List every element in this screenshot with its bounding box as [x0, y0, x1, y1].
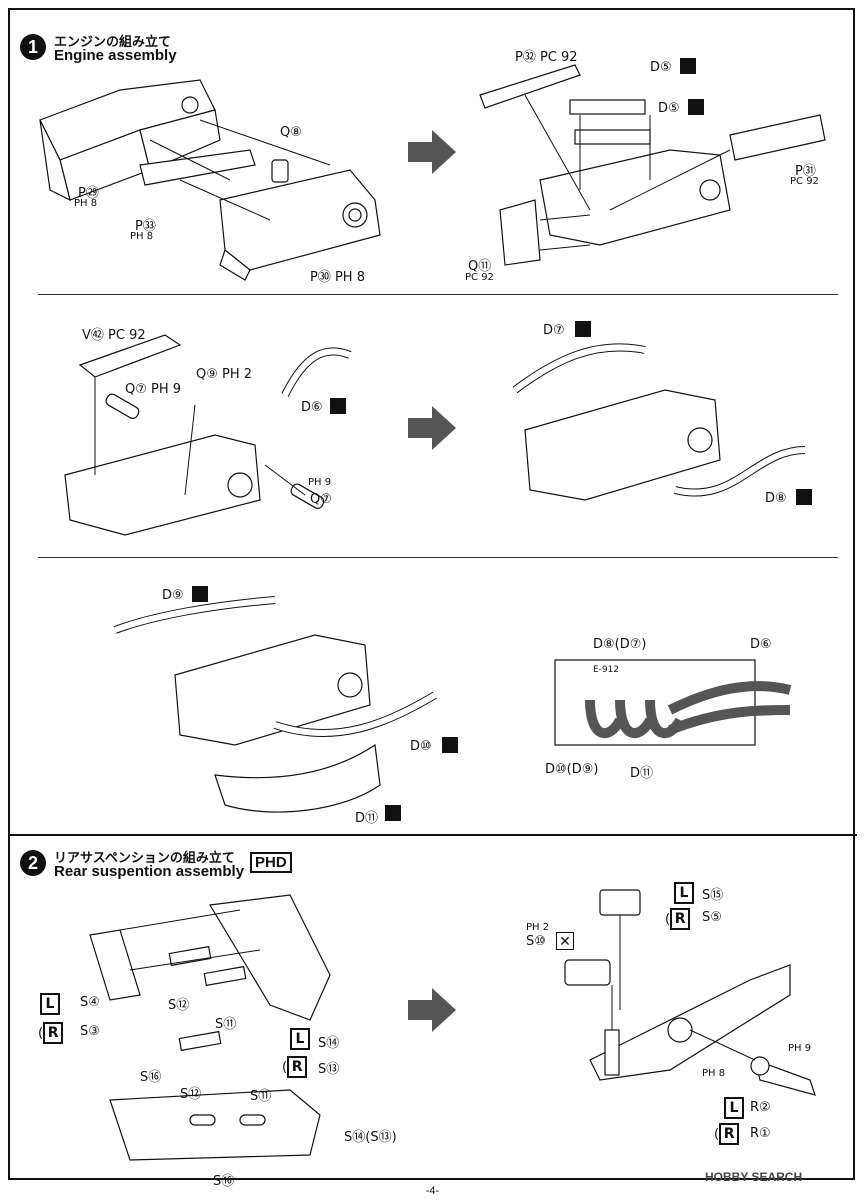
label-s12b: S⑫ — [180, 1087, 202, 1102]
label-d8: D⑧ — [765, 491, 787, 506]
watermark: HOBBY SEARCH — [705, 1170, 803, 1184]
divider — [38, 294, 838, 295]
arrow-right-icon — [408, 130, 456, 174]
step-number: 1 — [20, 34, 46, 60]
glue-icon — [688, 99, 704, 115]
label-p29: P㉙ — [78, 186, 99, 201]
label-R2: (R — [282, 1056, 308, 1078]
step-title-jp: エンジンの組み立て — [54, 35, 172, 50]
label-d6b: D⑥ — [750, 637, 772, 652]
label-L4: L — [724, 1097, 744, 1119]
label-s11b: S⑪ — [250, 1089, 272, 1104]
rear-suspension-assembly-illustration — [564, 889, 816, 1096]
label-ph8b: PH 8 — [130, 231, 154, 242]
step-title-jp: リアサスペンションの組み立て — [54, 851, 235, 866]
instruction-page: 1 エンジンの組み立て Engine assembly P㉙ PH 8 P㉝ P… — [8, 8, 857, 1189]
label-ph9a: PH 9 — [308, 477, 332, 488]
step-title-en: Engine assembly — [54, 47, 177, 64]
label-d8d7: D⑧(D⑦) — [593, 637, 647, 652]
label-v42: V㊷ PC 92 — [82, 328, 146, 343]
label-q11: Q⑪ — [468, 259, 492, 274]
label-ph2: PH 2 — [526, 922, 550, 933]
label-d5b: D⑤ — [658, 101, 680, 116]
label-s16: S⑯ — [140, 1070, 162, 1085]
label-q9: Q⑨ PH 2 — [196, 367, 253, 382]
label-d11: D⑪ — [355, 811, 379, 826]
label-p33: P㉝ — [135, 219, 156, 234]
glue-icon — [442, 737, 458, 753]
label-L: L — [40, 993, 60, 1015]
label-p30: P㉚ PH 8 — [310, 270, 365, 285]
engine-exhaust-illustration — [113, 596, 438, 813]
engine-hose-parts-illustration — [64, 334, 352, 536]
page-number: -4- — [425, 1185, 440, 1197]
label-r1: R① — [750, 1126, 771, 1141]
step-title-en: Rear suspention assembly — [54, 863, 245, 880]
label-ph8c: PH 8 — [702, 1068, 726, 1079]
step-divider — [10, 834, 857, 836]
label-s15: S⑮ — [702, 888, 724, 903]
label-d9: D⑨ — [162, 588, 184, 603]
label-L3: L — [674, 882, 694, 904]
label-s3: S③ — [80, 1024, 100, 1039]
label-d6a: D⑥ — [301, 400, 323, 415]
glue-icon — [796, 489, 812, 505]
label-q7a: Q⑦ PH 9 — [125, 382, 182, 397]
label-pc92a: PC 92 — [790, 176, 819, 187]
label-R: (R — [38, 1022, 64, 1044]
label-s11: S⑪ — [215, 1017, 237, 1032]
glue-icon — [330, 398, 346, 414]
divider — [38, 557, 838, 558]
label-p32: P㉜ PC 92 — [515, 50, 578, 65]
label-s4: S④ — [80, 995, 100, 1010]
rear-suspension-parts-illustration — [89, 894, 331, 1161]
label-d11b: D⑪ — [630, 766, 654, 781]
label-d7: D⑦ — [543, 323, 565, 338]
label-s14: S⑭ — [318, 1036, 340, 1051]
label-s12: S⑫ — [168, 998, 190, 1013]
engine-with-hoses-illustration — [512, 343, 806, 501]
engine-assembly-illustration — [479, 64, 826, 266]
label-d5a: D⑤ — [650, 60, 672, 75]
label-r2: R② — [750, 1100, 771, 1115]
glue-icon — [575, 321, 591, 337]
engine-side-view-illustration — [554, 659, 792, 746]
glue-icon — [192, 586, 208, 602]
arrow-right-icon — [408, 988, 456, 1032]
label-s10: S⑩ — [526, 934, 546, 949]
label-s13: S⑬ — [318, 1062, 340, 1077]
step-number: 2 — [20, 850, 46, 876]
engine-parts-illustration — [39, 79, 381, 281]
label-s5: S⑤ — [702, 910, 722, 925]
label-ph9b: PH 9 — [788, 1043, 812, 1054]
label-L2: L — [290, 1028, 310, 1050]
label-d10d9: D⑩(D⑨) — [545, 762, 599, 777]
label-q8: Q⑧ — [280, 125, 302, 140]
glue-icon — [385, 805, 401, 821]
no-glue-icon: ✕ — [556, 932, 574, 950]
label-s16b: S⑯ — [213, 1174, 235, 1189]
label-ph8a: PH 8 — [74, 198, 98, 209]
label-R4: (R — [714, 1123, 740, 1145]
label-d10: D⑩ — [410, 739, 432, 754]
label-ej: E-912 — [593, 665, 620, 675]
glue-icon — [680, 58, 696, 74]
label-s14s13: S⑭(S⑬) — [344, 1130, 397, 1145]
label-p31: P㉛ — [795, 164, 816, 179]
arrow-right-icon — [408, 406, 456, 450]
label-R3: (R — [665, 908, 691, 930]
ph-d-badge: PHD — [250, 852, 292, 873]
label-q7b: Q⑦ — [310, 492, 332, 507]
label-pc92b: PC 92 — [465, 272, 494, 283]
